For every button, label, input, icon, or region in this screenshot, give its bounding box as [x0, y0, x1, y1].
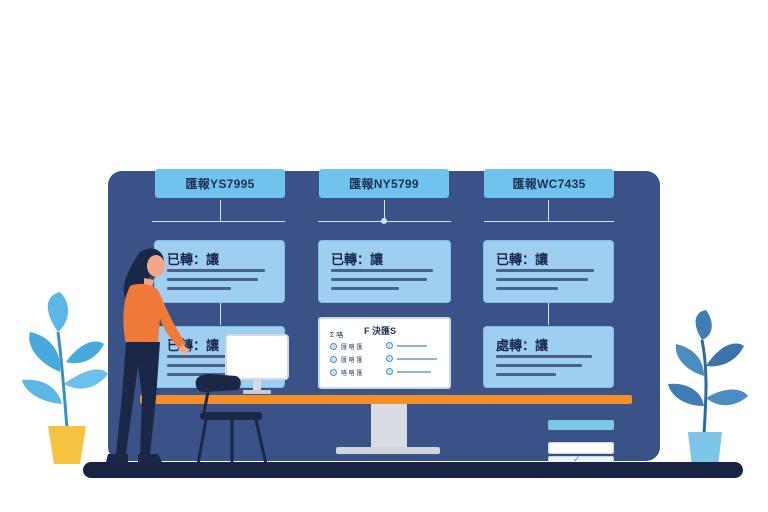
card-body: [496, 269, 603, 296]
card-body: [496, 355, 603, 382]
task-card[interactable]: 已轉：讓: [318, 240, 451, 303]
card-body: [331, 269, 440, 296]
checklist-item-label: 咯 咯 匯: [341, 371, 363, 377]
task-card[interactable]: 處轉：讓: [483, 326, 614, 388]
left-plant-icon: [22, 292, 108, 464]
checklist-item-label: 匯 咯 匯: [341, 345, 363, 351]
column-divider-3: [484, 221, 614, 222]
task-card[interactable]: 已轉：讓: [483, 240, 614, 303]
card-body: [167, 355, 274, 382]
placeholder-line: [397, 357, 437, 360]
right-plant-icon: [668, 310, 748, 466]
card-link-1: [220, 303, 221, 325]
desk: [140, 395, 632, 404]
checklist-item[interactable]: 匯 咯 匯: [330, 342, 362, 351]
checklist-item[interactable]: 咯 咯 匯: [330, 368, 362, 377]
connector-1: [220, 200, 221, 221]
checklist-row-right[interactable]: [386, 355, 437, 362]
popup-title: F 決匯S: [364, 326, 397, 336]
radio-icon[interactable]: [330, 356, 337, 363]
checklist-item-label: 匯 咯 匯: [341, 358, 363, 364]
card-title: 已轉：讓: [331, 252, 384, 267]
radio-icon[interactable]: [386, 342, 393, 349]
checklist-item[interactable]: 匯 咯 匯: [330, 355, 362, 364]
card-title: 已轉：讓: [167, 252, 220, 267]
radio-icon[interactable]: [330, 343, 337, 350]
card-title: 已轉：讓: [496, 252, 549, 267]
desk-foot: [336, 447, 440, 454]
checklist-row-right[interactable]: [386, 342, 427, 349]
task-card[interactable]: 已轉：讓: [154, 240, 285, 303]
placeholder-line: [397, 370, 431, 373]
connector-3: [548, 200, 549, 221]
card-body: [167, 269, 274, 296]
card-title: 處轉：讓: [496, 338, 549, 353]
floor-shadow: [83, 462, 743, 478]
checklist-row-right[interactable]: [386, 368, 431, 375]
woman-standing-illustration: [106, 248, 190, 462]
radio-icon[interactable]: [386, 368, 393, 375]
checkmark-icon: ✓: [573, 455, 581, 465]
column-header-3[interactable]: 匯報WC7435: [484, 169, 614, 198]
radio-icon[interactable]: [386, 355, 393, 362]
placeholder-line: [397, 344, 427, 347]
popup-subtitle: Σ 咯: [330, 332, 344, 339]
card-link-3: [548, 303, 549, 325]
office-chair-icon: [195, 374, 268, 465]
radio-icon[interactable]: [330, 369, 337, 376]
column-divider-1: [152, 221, 285, 222]
desktop-monitor-icon: [225, 334, 289, 394]
desk-leg: [371, 404, 407, 448]
connector-dot: [381, 218, 387, 224]
checklist-popup[interactable]: F 決匯S Σ 咯 匯 咯 匯 匯 咯 匯 咯 咯 匯: [318, 317, 451, 389]
connector-2: [384, 200, 385, 221]
column-header-1[interactable]: 匯報YS7995: [155, 169, 285, 198]
column-header-2[interactable]: 匯報NY5799: [319, 169, 449, 198]
